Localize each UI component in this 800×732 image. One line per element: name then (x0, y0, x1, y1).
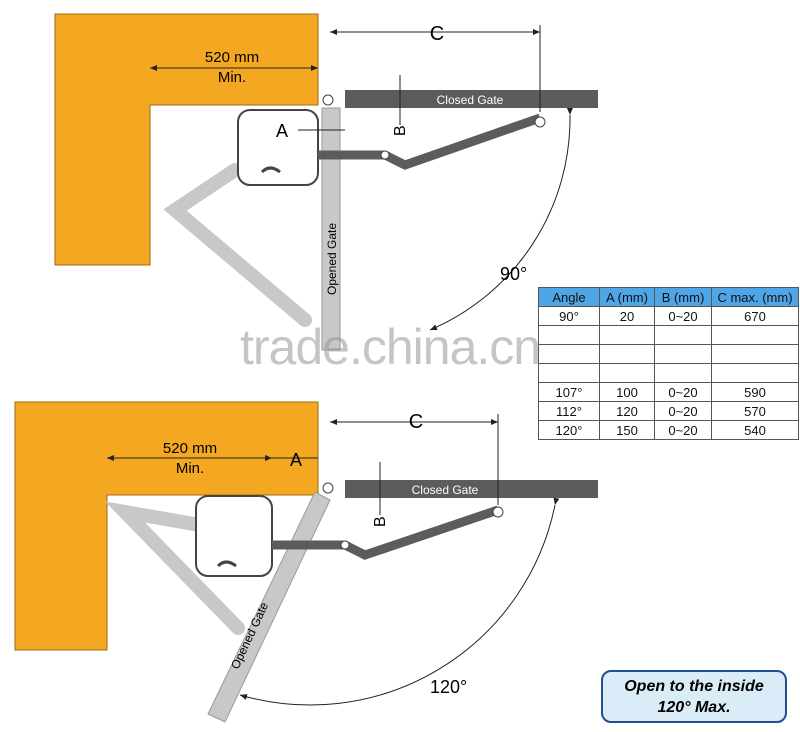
header-a: A (mm) (599, 287, 655, 307)
cell: 590 (711, 382, 799, 402)
arm-top (318, 113, 542, 170)
cell: 20 (599, 306, 655, 326)
cell: 0~20 (654, 306, 712, 326)
cell: 570 (711, 401, 799, 421)
top-dim-wall: 520 mm (205, 49, 259, 66)
opened-arm-bottom (104, 501, 245, 635)
bottom-closed-gate-label: Closed Gate (412, 483, 479, 497)
cell (538, 325, 600, 345)
cell: 670 (711, 306, 799, 326)
header-c: C max. (mm) (711, 287, 799, 307)
cell (711, 325, 799, 345)
bottom-dim-a: A (290, 450, 302, 470)
closed-gate-top (345, 90, 598, 108)
cell: 0~20 (654, 420, 712, 440)
cell: 0~20 (654, 401, 712, 421)
cell: 150 (599, 420, 655, 440)
cell (654, 363, 712, 383)
top-closed-gate-label: Closed Gate (437, 93, 504, 107)
closed-gate-bottom (345, 480, 598, 498)
note-line1: Open to the inside (624, 678, 764, 695)
wall-top (54, 13, 319, 266)
top-dim-b: B (392, 125, 409, 136)
table-row-obscured (538, 325, 799, 345)
bottom-dim-b: B (372, 516, 389, 527)
cell: 90° (538, 306, 600, 326)
bottom-angle: 120° (430, 677, 467, 697)
table-row-obscured (538, 344, 799, 364)
cell (711, 344, 799, 364)
motor-top (237, 109, 319, 186)
cell: 112° (538, 401, 600, 421)
cell: 120° (538, 420, 600, 440)
cell (711, 363, 799, 383)
cell (599, 363, 655, 383)
cell: 100 (599, 382, 655, 402)
top-dim-a: A (276, 121, 288, 141)
top-dim-c: C (430, 23, 444, 45)
cell (599, 344, 655, 364)
top-dim-wall-sub: Min. (218, 69, 246, 86)
bottom-dim-c: C (409, 411, 423, 433)
header-angle: Angle (538, 287, 600, 307)
cell: 540 (711, 420, 799, 440)
cell (654, 344, 712, 364)
cell (538, 344, 600, 364)
cell: 0~20 (654, 382, 712, 402)
cell (599, 325, 655, 345)
table-header-row: Angle A (mm) B (mm) C max. (mm) (538, 287, 799, 307)
cell: 107° (538, 382, 600, 402)
note-box: Open to the inside 120° Max. (601, 670, 787, 723)
bottom-dim-wall: 520 mm (163, 440, 217, 457)
note-line2: 120° Max. (657, 699, 731, 716)
cell (654, 325, 712, 345)
header-b: B (mm) (654, 287, 712, 307)
table-row-obscured (538, 363, 799, 383)
opened-gate-top (321, 107, 341, 351)
top-angle: 90° (500, 264, 527, 284)
opened-arm-top (163, 163, 312, 327)
cell (538, 363, 600, 383)
wall-bottom (14, 401, 319, 651)
watermark: trade.china.cn (240, 319, 541, 375)
top-opened-gate-label: Opened Gate (325, 223, 339, 295)
cell: 120 (599, 401, 655, 421)
bottom-dim-wall-sub: Min. (176, 460, 204, 477)
